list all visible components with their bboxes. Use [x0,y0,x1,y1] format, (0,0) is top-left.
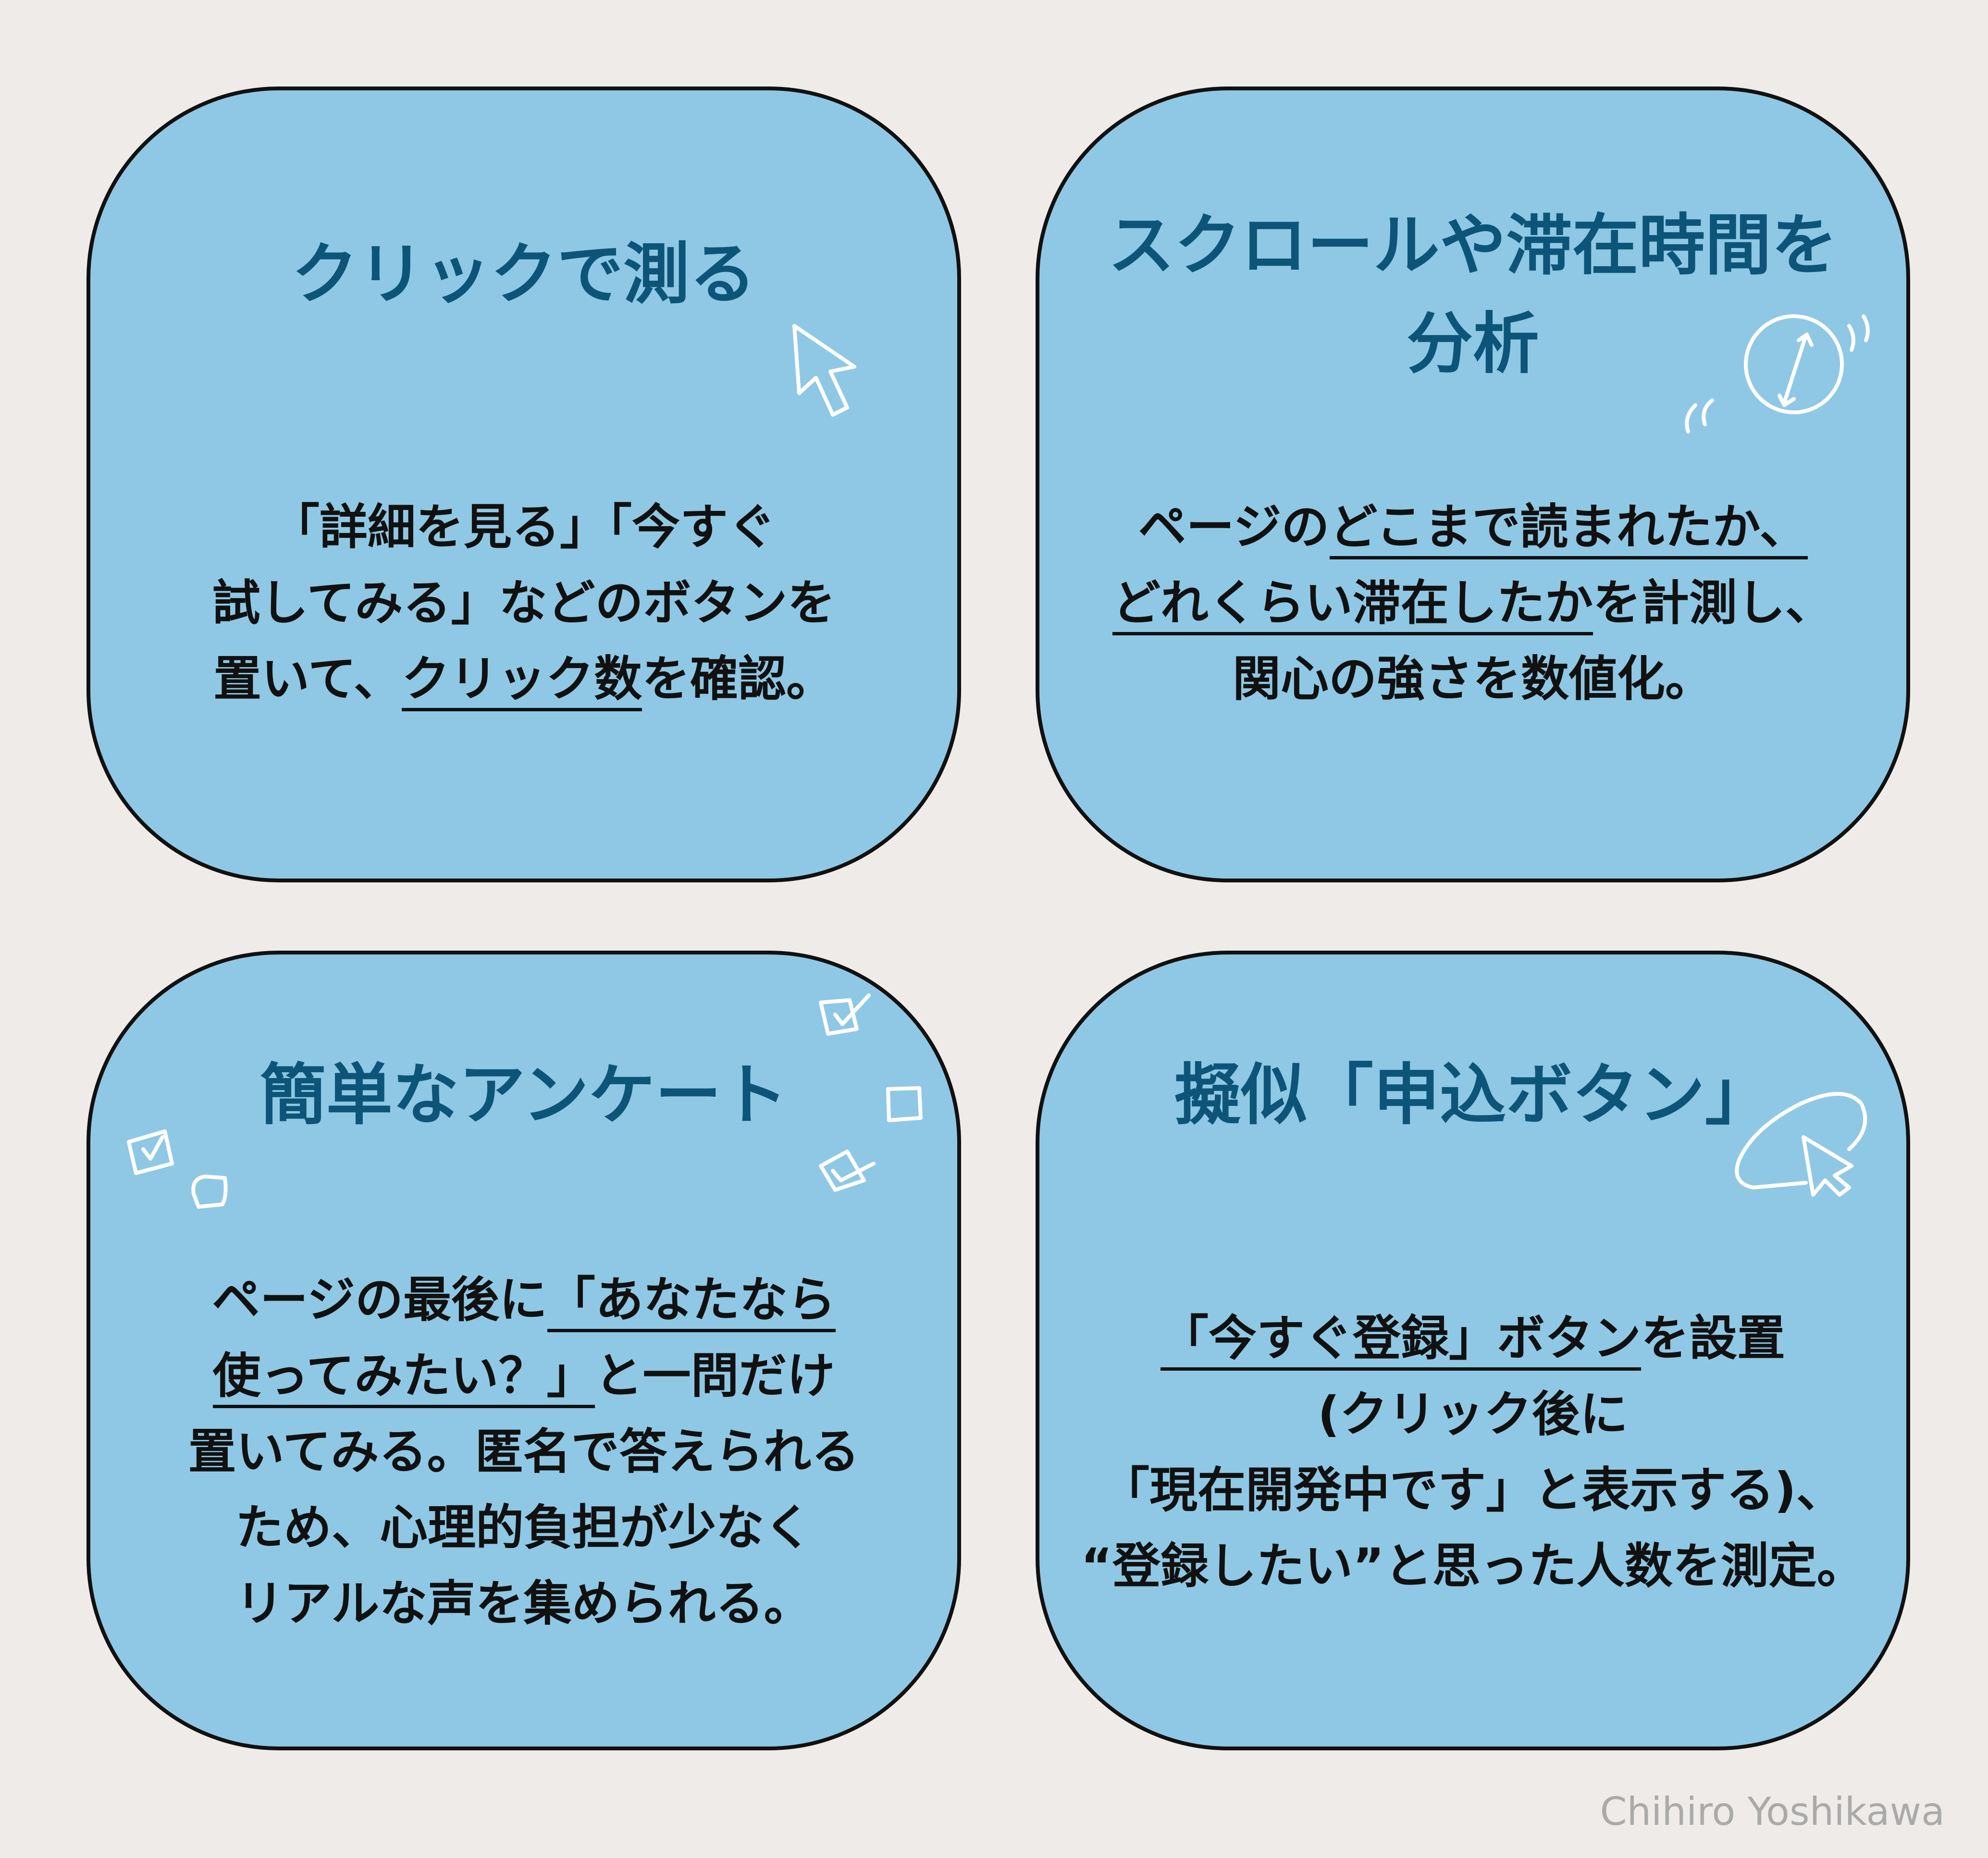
author-credit: Chihiro Yoshikawa [1600,1789,1945,1834]
card-body: ページの最後に「あなたなら使ってみたい？」と一問だけ置いてみる。匿名で答えられる… [90,1262,957,1642]
body-text: (クリック後に [1318,1386,1628,1442]
body-line: 置いて、クリック数を確認。 [90,641,957,717]
body-text: と一問だけ [594,1348,835,1404]
card-click-measure: クリックで測る 「詳細を見る」「今すぐ試してみる」などのボタンを置いて、クリック… [86,87,961,882]
underlined-text: 「あなたなら [547,1272,836,1332]
body-text: 置いて、 [213,651,402,707]
body-text: を計測し、 [1593,575,1833,631]
body-line: ページの最後に「あなたなら [90,1262,957,1338]
underlined-text: どれくらい滞在したか [1112,575,1593,635]
clock-icon [1685,314,1870,434]
card-scroll-time: スクロールや滞在時間を 分析 ページのどこまで読まれたか、どれくらい滞在したかを… [1036,87,1910,882]
underlined-text: 使ってみたい？」 [212,1348,595,1408]
cursor-arrow-icon [792,324,856,417]
body-line: どれくらい滞在したかを計測し、 [1039,565,1906,641]
body-text: 関心の強さを数値化。 [1233,651,1713,707]
card-title: 簡単なアンケート [90,1046,957,1144]
title-line: スクロールや滞在時間を [1108,207,1838,284]
body-text: 「詳細を見る」「今すぐ [272,499,776,555]
card-body: 「詳細を見る」「今すぐ試してみる」などのボタンを置いて、クリック数を確認。 [90,489,957,717]
title-line: 分析 [1406,305,1539,383]
body-text: ため、心理的負担が少なく [235,1499,812,1556]
body-text: ページの [1138,499,1330,555]
body-line: リアルな声を集められる。 [90,1566,957,1642]
body-text: 置いてみる。匿名で答えられる [188,1424,860,1480]
body-text: を設置 [1641,1310,1785,1366]
title-line: 擬似「申込ボタン」 [1174,1056,1771,1134]
card-body: 「今すぐ登録」ボタンを設置(クリック後に「現在開発中です」と表示する)、“登録し… [1039,1301,1906,1604]
body-line: 「詳細を見る」「今すぐ [90,489,957,565]
body-line: ページのどこまで読まれたか、 [1039,489,1906,565]
underlined-text: クリック数 [402,651,642,711]
body-text: を確認。 [642,651,834,707]
body-line: 使ってみたい？」と一問だけ [90,1338,957,1414]
body-text: 「現在開発中です」と表示する)、 [1101,1462,1844,1518]
card-fake-apply-button: 擬似「申込ボタン」 「今すぐ登録」ボタンを設置(クリック後に「現在開発中です」と… [1036,951,1910,1750]
card-title: クリックで測る [90,225,957,323]
body-text: ページの最後に [212,1272,547,1328]
body-text: “登録したい”と思った人数を測定。 [1081,1538,1865,1594]
body-text: 試してみる」などのボタンを [212,575,836,631]
body-line: 置いてみる。匿名で答えられる [90,1414,957,1490]
body-text: リアルな声を集められる。 [235,1575,812,1632]
body-line: “登録したい”と思った人数を測定。 [1039,1528,1906,1604]
title-line: 簡単なアンケート [259,1056,788,1134]
title-line: クリックで測る [291,235,756,313]
card-title: 擬似「申込ボタン」 [1039,1046,1906,1144]
underlined-text: どこまで読まれたか、 [1329,499,1808,559]
body-line: ため、心理的負担が少なく [90,1490,957,1566]
body-line: 関心の強さを数値化。 [1039,641,1906,717]
button-click-icon [1735,1092,1867,1197]
card-body: ページのどこまで読まれたか、どれくらい滞在したかを計測し、関心の強さを数値化。 [1039,489,1906,717]
body-line: 「今すぐ登録」ボタンを設置 [1039,1301,1906,1376]
body-line: (クリック後に [1039,1376,1906,1452]
card-title: スクロールや滞在時間を 分析 [1039,196,1906,393]
body-line: 試してみる」などのボタンを [90,565,957,641]
underlined-text: 「今すぐ登録」ボタン [1161,1310,1641,1371]
checkbox-icon [127,993,923,1209]
card-survey: 簡単なアンケート ページの最後に「あなたなら使ってみたい？」と一問だけ置いてみる… [86,951,961,1750]
body-line: 「現在開発中です」と表示する)、 [1039,1452,1906,1528]
